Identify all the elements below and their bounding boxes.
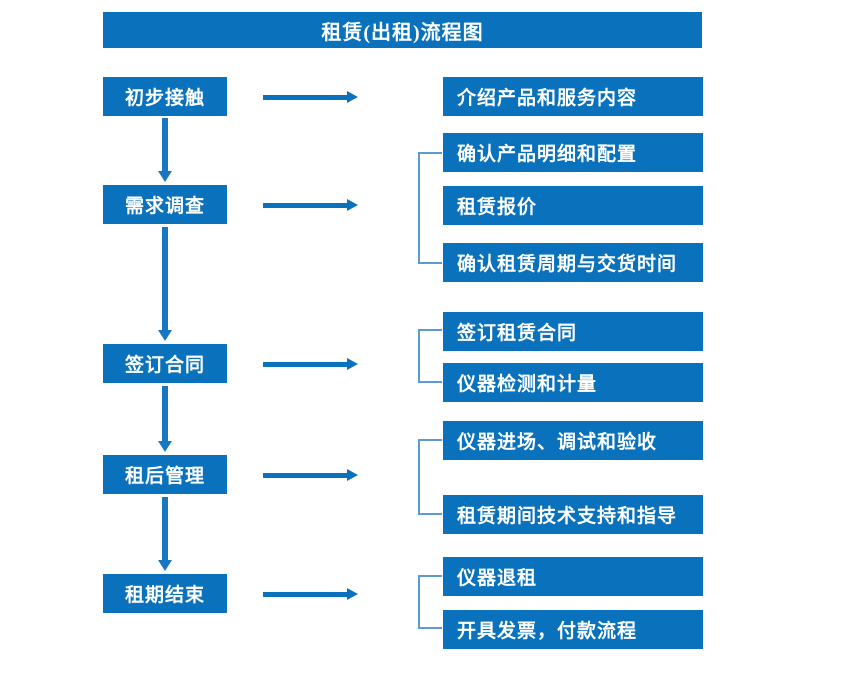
stage-box[interactable]: 需求调查 bbox=[103, 185, 227, 224]
arrow-down-icon bbox=[158, 118, 172, 182]
group-bracket-icon bbox=[418, 329, 442, 383]
arrow-head bbox=[158, 330, 172, 341]
stage-box[interactable]: 签订合同 bbox=[103, 344, 227, 383]
arrow-shaft bbox=[162, 227, 168, 332]
arrow-head bbox=[158, 560, 172, 571]
stage-box[interactable]: 初步接触 bbox=[103, 77, 227, 116]
detail-box[interactable]: 签订租赁合同 bbox=[443, 312, 703, 351]
arrow-shaft bbox=[263, 95, 348, 100]
arrow-down-icon bbox=[158, 227, 172, 341]
arrow-shaft bbox=[263, 362, 348, 367]
arrow-right-icon bbox=[263, 199, 358, 211]
stage-box[interactable]: 租期结束 bbox=[103, 574, 227, 613]
arrow-right-icon bbox=[263, 358, 358, 370]
arrow-shaft bbox=[263, 203, 348, 208]
detail-box[interactable]: 介绍产品和服务内容 bbox=[443, 77, 703, 116]
group-bracket-icon bbox=[418, 575, 442, 629]
arrow-right-icon bbox=[263, 91, 358, 103]
arrow-down-icon bbox=[158, 497, 172, 571]
arrow-head bbox=[347, 469, 358, 481]
detail-box[interactable]: 租赁报价 bbox=[443, 186, 703, 225]
arrow-right-icon bbox=[263, 469, 358, 481]
arrow-head bbox=[347, 199, 358, 211]
group-bracket-icon bbox=[418, 152, 442, 264]
page-title: 租赁(出租)流程图 bbox=[103, 12, 702, 48]
detail-box[interactable]: 租赁期间技术支持和指导 bbox=[443, 495, 703, 534]
group-bracket-icon bbox=[418, 439, 442, 515]
arrow-shaft bbox=[162, 497, 168, 562]
arrow-head bbox=[347, 91, 358, 103]
arrow-shaft bbox=[263, 592, 348, 597]
arrow-shaft bbox=[162, 118, 168, 173]
detail-box[interactable]: 确认租赁周期与交货时间 bbox=[443, 243, 703, 282]
arrow-head bbox=[347, 358, 358, 370]
detail-box[interactable]: 仪器检测和计量 bbox=[443, 363, 703, 402]
detail-box[interactable]: 仪器进场、调试和验收 bbox=[443, 421, 703, 460]
detail-box[interactable]: 确认产品明细和配置 bbox=[443, 133, 703, 172]
detail-box[interactable]: 仪器退租 bbox=[443, 557, 703, 596]
arrow-shaft bbox=[162, 386, 168, 443]
arrow-right-icon bbox=[263, 588, 358, 600]
arrow-shaft bbox=[263, 473, 348, 478]
arrow-down-icon bbox=[158, 386, 172, 452]
detail-box[interactable]: 开具发票，付款流程 bbox=[443, 610, 703, 649]
stage-box[interactable]: 租后管理 bbox=[103, 455, 227, 494]
arrow-head bbox=[158, 171, 172, 182]
arrow-head bbox=[347, 588, 358, 600]
arrow-head bbox=[158, 441, 172, 452]
